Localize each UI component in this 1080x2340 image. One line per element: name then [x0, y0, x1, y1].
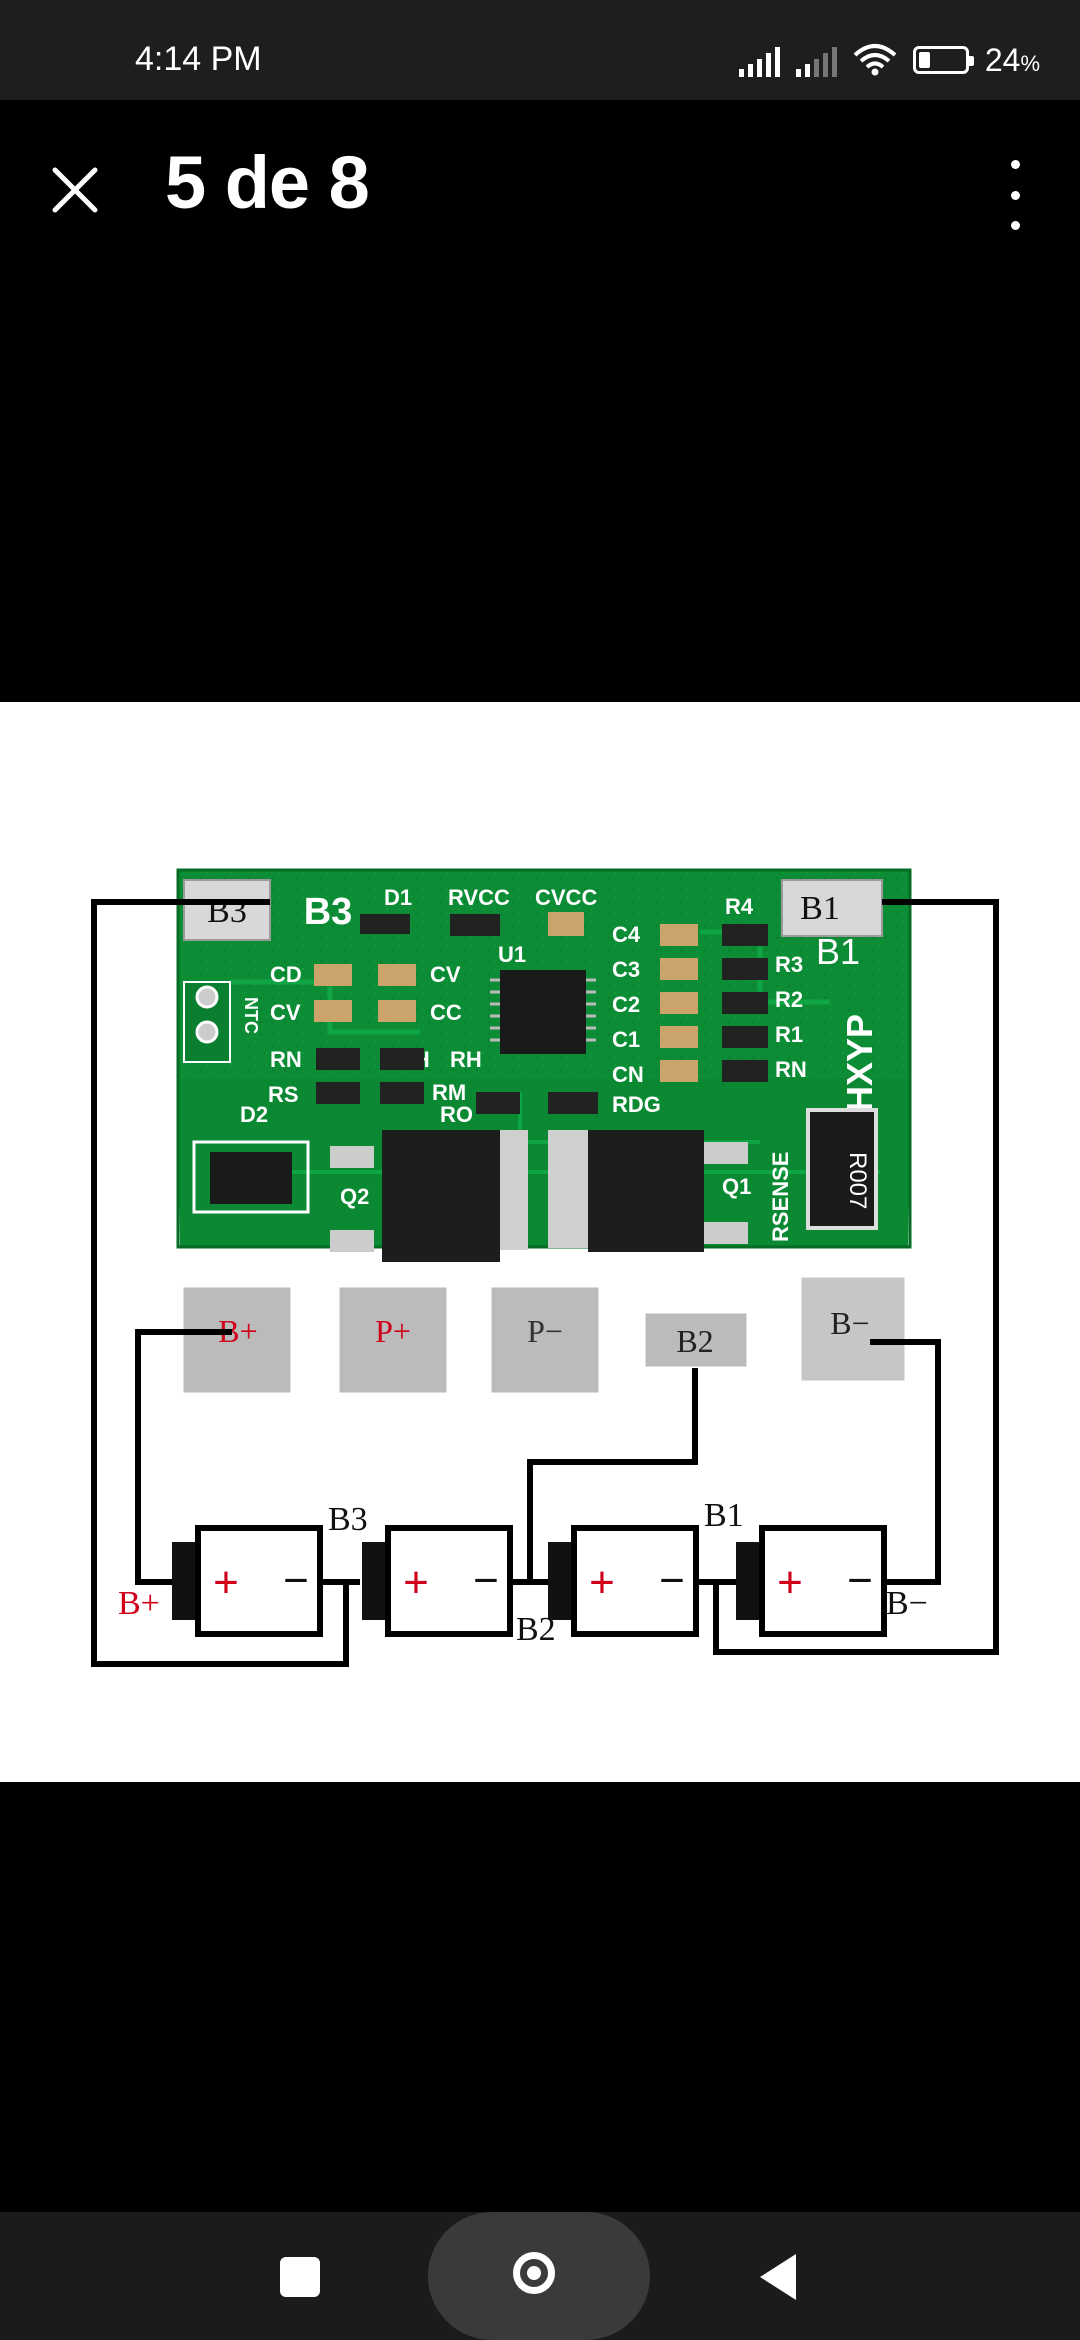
silk-ro: RO	[440, 1102, 473, 1127]
silk-bplus: B+	[202, 1242, 246, 1280]
smd-components	[314, 912, 768, 1114]
silk-c3: C3	[612, 957, 640, 982]
mosfet-q2	[330, 1130, 528, 1262]
silk-cvcc: CVCC	[535, 885, 597, 910]
mosfet-q1	[548, 1130, 748, 1252]
image-counter-title: 5 de 8	[165, 141, 370, 224]
pad-pminus-label: P−	[527, 1313, 563, 1349]
wire-label-b2: B2	[516, 1611, 556, 1648]
silk-rm: RM	[432, 1080, 466, 1105]
cell-2	[362, 1525, 513, 1637]
cell-3	[548, 1525, 699, 1637]
pad-pminus	[488, 1284, 602, 1396]
battery-level	[918, 52, 930, 68]
silk-ntc: NTC	[241, 997, 261, 1034]
bms-wiring-diagram: B3 B3 B1 B1 D1 RVCC CVCC U1 R4 R3 R2 R1 …	[91, 868, 999, 1667]
silk-b3: B3	[304, 891, 353, 933]
pad-b1-top	[781, 879, 883, 937]
silk-b-minus-small: B-	[770, 1300, 789, 1320]
silk-c4: C4	[612, 922, 641, 947]
back-button[interactable]	[760, 2254, 796, 2300]
wire-label-bplus: B+	[118, 1585, 160, 1622]
cell-3-minus: −	[659, 1556, 685, 1605]
silk-rsense: RSENSE	[768, 1152, 793, 1242]
status-time: 4:14 PM	[135, 40, 262, 78]
pad-b2	[642, 1310, 750, 1370]
status-icons: 24%	[738, 40, 1040, 80]
silk-r1: R1	[775, 1022, 803, 1047]
silk-d1: D1	[384, 885, 412, 910]
silk-q2: Q2	[340, 1184, 369, 1209]
resistor-rsense	[806, 1108, 878, 1230]
silk-cv-left: CV	[270, 1000, 301, 1025]
silk-r2: R2	[775, 987, 803, 1012]
status-bar: 4:14 PM 24%	[0, 0, 1080, 100]
wiring	[91, 899, 999, 1667]
close-icon[interactable]	[45, 160, 105, 220]
silk-b1: B1	[816, 931, 860, 972]
cell-4	[736, 1525, 887, 1637]
silk-hxyp: HXYP	[839, 1014, 880, 1112]
more-options-icon[interactable]	[995, 160, 1035, 230]
ic-u1	[490, 970, 596, 1054]
cell-1-plus: +	[213, 1558, 239, 1607]
cell-2-plus: +	[403, 1558, 429, 1607]
pad-pplus-label: P+	[375, 1313, 411, 1349]
wire-label-b1: B1	[704, 1497, 744, 1534]
wifi-icon	[853, 44, 897, 76]
pad-pplus	[336, 1284, 450, 1396]
rsense-value: R007	[844, 1152, 871, 1209]
silk-b2: B2	[677, 1265, 723, 1306]
signal-icon	[738, 43, 780, 77]
silk-pplus: P+	[297, 1352, 333, 1392]
viewer-header: 5 de 8	[0, 100, 1080, 275]
wire-label-bminus: B−	[886, 1585, 928, 1622]
signal-icon-secondary	[795, 43, 837, 77]
silk-rn: RN	[775, 1057, 807, 1082]
cell-1-minus: −	[283, 1556, 309, 1605]
cell-4-plus: +	[777, 1558, 803, 1607]
silk-r3: R3	[775, 952, 803, 977]
pad-b3-top-label: B3	[207, 893, 247, 930]
silk-cc: CC	[430, 1000, 462, 1025]
cell-1	[172, 1525, 323, 1637]
silk-cv-mid: CV	[430, 962, 461, 987]
pad-b1-top-label: B1	[800, 890, 840, 927]
cell-3-plus: +	[589, 1558, 615, 1607]
silk-rh: RH	[450, 1047, 482, 1072]
pad-bminus-label: B−	[830, 1305, 869, 1341]
system-nav-bar	[0, 2212, 1080, 2340]
battery-percent: 24%	[984, 41, 1040, 78]
recents-button[interactable]	[280, 2257, 320, 2297]
battery-cells: + + + + − − − −	[172, 1525, 887, 1637]
pad-b3-top	[183, 879, 271, 941]
home-button[interactable]	[513, 2252, 555, 2294]
silk-rn-left: RN	[270, 1047, 302, 1072]
silk-u1: U1	[498, 942, 526, 967]
silk-c2: C2	[612, 992, 640, 1017]
silk-pminus: P−	[603, 1352, 639, 1392]
battery-icon	[912, 46, 974, 74]
product-image[interactable]: B3 B3 B1 B1 D1 RVCC CVCC U1 R4 R3 R2 R1 …	[0, 702, 1080, 1782]
silk-rdg: RDG	[612, 1092, 661, 1117]
pad-bplus	[180, 1284, 294, 1396]
pad-b2-label: B2	[676, 1323, 713, 1359]
silk-rvcc: RVCC	[448, 885, 510, 910]
silk-q1: Q1	[722, 1174, 751, 1199]
silk-rs: RS	[268, 1082, 299, 1107]
silk-r4: R4	[725, 894, 754, 919]
cell-4-minus: −	[847, 1556, 873, 1605]
silk-d2: D2	[240, 1102, 268, 1127]
silk-cd: CD	[270, 962, 302, 987]
wire-label-b3: B3	[328, 1501, 368, 1538]
silk-cn: CN	[612, 1062, 644, 1087]
pad-bminus	[798, 1274, 908, 1384]
diode-d2	[210, 1152, 292, 1204]
cell-2-minus: −	[473, 1556, 499, 1605]
silk-c1: C1	[612, 1027, 640, 1052]
